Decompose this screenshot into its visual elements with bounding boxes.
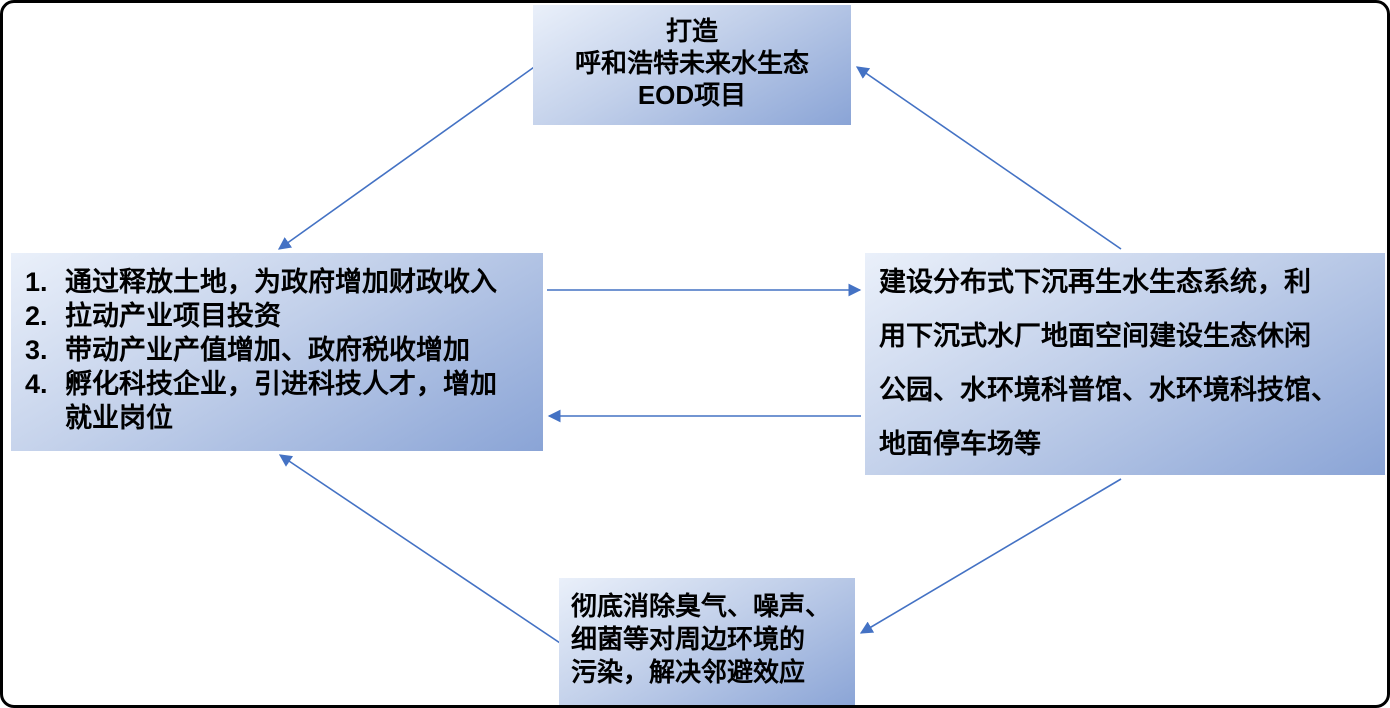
- top-box-line-3: EOD项目: [637, 80, 747, 110]
- list-item-number: 4.: [25, 369, 48, 399]
- arrow-bottom-to-left: [278, 454, 564, 646]
- right-construction-box: 建设分布式下沉再生水生态系统，利 用下沉式水厂地面空间建设生态休闲 公园、水环境…: [865, 253, 1385, 475]
- bottom-box-line-3: 污染，解决邻避效应: [571, 657, 806, 687]
- list-item: 1. 通过释放土地，为政府增加财政收入: [25, 265, 535, 299]
- top-box-line-1: 打造: [665, 16, 718, 46]
- left-benefits-box: 1. 通过释放土地，为政府增加财政收入 2. 拉动产业项目投资 3. 带动产业产…: [11, 253, 543, 451]
- right-box-line-2: 用下沉式水厂地面空间建设生态休闲: [879, 321, 1311, 351]
- list-item: 4. 孵化科技企业，引进科技人才，增加就业岗位: [25, 367, 535, 435]
- list-item-number: 3.: [25, 335, 48, 365]
- bottom-box-line-2: 细菌等对周边环境的: [571, 624, 806, 654]
- bottom-environment-box: 彻底消除臭气、噪声、 细菌等对周边环境的 污染，解决邻避效应: [559, 578, 855, 705]
- list-item: 2. 拉动产业项目投资: [25, 299, 535, 333]
- list-item-number: 2.: [25, 301, 48, 331]
- arrow-top-to-left: [277, 64, 538, 250]
- bottom-box-line-1: 彻底消除臭气、噪声、: [571, 591, 832, 621]
- right-box-line-1: 建设分布式下沉再生水生态系统，利: [879, 267, 1311, 297]
- list-item-text: 通过释放土地，为政府增加财政收入: [65, 267, 497, 297]
- list-item: 3. 带动产业产值增加、政府税收增加: [25, 333, 535, 367]
- list-item-text: 带动产业产值增加、政府税收增加: [65, 335, 470, 365]
- list-item-text: 拉动产业项目投资: [65, 301, 281, 331]
- list-item-number: 1.: [25, 267, 48, 297]
- list-item-text: 孵化科技企业，引进科技人才，增加就业岗位: [65, 369, 497, 433]
- top-box: 打造 呼和浩特未来水生态 EOD项目: [533, 5, 851, 125]
- arrow-right-to-top: [855, 66, 1122, 250]
- arrow-right-to-bottom: [859, 478, 1122, 634]
- top-box-line-2: 呼和浩特未来水生态: [574, 48, 809, 78]
- right-box-line-4: 地面停车场等: [879, 429, 1041, 459]
- right-box-line-3: 公园、水环境科普馆、水环境科技馆、: [879, 375, 1338, 405]
